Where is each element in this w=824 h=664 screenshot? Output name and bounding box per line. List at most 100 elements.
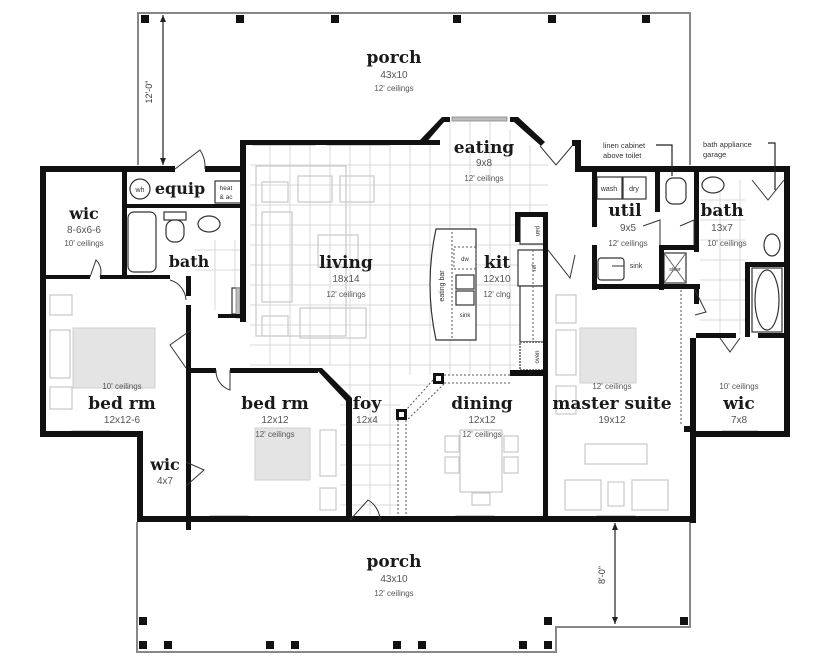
- svg-text:linen cabinet: linen cabinet: [603, 141, 646, 150]
- room-wic-master: 10' ceilings wic 7x8: [719, 382, 758, 426]
- living-furniture: [255, 165, 375, 339]
- svg-text:wash: wash: [600, 186, 617, 193]
- svg-text:master suite: master suite: [552, 394, 671, 414]
- note-bath-appliance-garage: bath appliance garage: [703, 140, 752, 159]
- svg-text:10' ceilings: 10' ceilings: [707, 239, 746, 248]
- svg-text:12x12-6: 12x12-6: [104, 415, 141, 426]
- room-eating: eating 9x8 12' ceilings: [454, 138, 515, 183]
- svg-text:porch: porch: [367, 48, 422, 68]
- room-front-porch: porch 43x10 12' ceilings: [367, 552, 422, 598]
- room-bath-left: bath: [169, 252, 210, 271]
- svg-text:dw: dw: [461, 257, 469, 263]
- svg-text:10' ceilings: 10' ceilings: [64, 239, 103, 248]
- svg-text:9x5: 9x5: [620, 223, 637, 234]
- svg-text:util: util: [608, 201, 642, 221]
- svg-text:dry: dry: [629, 186, 639, 193]
- svg-text:7x8: 7x8: [731, 415, 748, 426]
- svg-text:wic: wic: [68, 204, 99, 223]
- svg-text:10' ceilings: 10' ceilings: [719, 382, 758, 391]
- svg-text:living: living: [319, 253, 373, 273]
- svg-text:12'-0": 12'-0": [144, 81, 154, 104]
- front-porch-dimension: 8'-0": [597, 523, 618, 624]
- svg-text:43x10: 43x10: [380, 70, 408, 81]
- svg-text:13x7: 13x7: [711, 223, 733, 234]
- svg-text:wh: wh: [135, 187, 145, 194]
- svg-text:12' ceilings: 12' ceilings: [592, 382, 631, 391]
- bedroom-left-furniture: [49, 294, 156, 410]
- svg-text:above toilet: above toilet: [603, 151, 642, 160]
- master-bath-fixtures: [701, 176, 783, 333]
- room-bed-rm-mid: bed rm 12x12 12' ceilings: [241, 394, 308, 439]
- svg-text:bath: bath: [700, 201, 743, 221]
- room-wic-left: wic 8-6x6-6 10' ceilings: [64, 204, 103, 248]
- svg-text:bath appliance: bath appliance: [703, 140, 752, 149]
- room-master-suite: 12' ceilings master suite 19x12: [552, 382, 671, 426]
- svg-text:12' ceilings: 12' ceilings: [374, 589, 413, 598]
- util-fixtures: wash dry sink shwr: [596, 176, 687, 284]
- walls: [40, 117, 790, 530]
- room-rear-porch: porch 43x10 12' ceilings: [367, 48, 422, 93]
- rear-porch-dimension: 12'-0": [144, 15, 166, 165]
- svg-text:12x12: 12x12: [468, 415, 496, 426]
- room-foy: foy 12x4: [353, 394, 383, 426]
- svg-text:12' ceilings: 12' ceilings: [326, 290, 365, 299]
- svg-text:garage: garage: [703, 150, 726, 159]
- svg-text:12' ceilings: 12' ceilings: [255, 430, 294, 439]
- rear-porch-posts: [141, 15, 650, 23]
- svg-text:12' ceilings: 12' ceilings: [374, 84, 413, 93]
- room-equip: equip: [155, 179, 205, 198]
- svg-text:eating: eating: [454, 138, 515, 158]
- room-kit: kit 12x10 12' clng: [483, 253, 511, 299]
- svg-text:12x4: 12x4: [356, 415, 378, 426]
- room-bath-master: bath 13x7 10' ceilings: [700, 201, 746, 248]
- room-wic-small: wic 4x7: [149, 455, 180, 487]
- svg-text:& ac: & ac: [219, 194, 233, 201]
- room-living: living 18x14 12' ceilings: [319, 253, 373, 299]
- note-linen-cabinet: linen cabinet above toilet: [603, 141, 646, 160]
- room-util: util 9x5 12' ceilings: [608, 201, 647, 248]
- dining-furniture: [444, 429, 519, 506]
- svg-text:12x12: 12x12: [261, 415, 289, 426]
- svg-text:9x8: 9x8: [476, 158, 493, 169]
- svg-text:12' clng: 12' clng: [483, 290, 510, 299]
- svg-text:kit: kit: [484, 253, 510, 273]
- svg-text:eating bar: eating bar: [439, 270, 446, 302]
- svg-text:8'-0": 8'-0": [597, 566, 607, 584]
- svg-text:wic: wic: [722, 394, 754, 414]
- kitchen-island[interactable]: eating bar dw sink: [429, 228, 477, 341]
- svg-text:10' ceilings: 10' ceilings: [102, 382, 141, 391]
- svg-text:sink: sink: [460, 313, 472, 319]
- room-dining: dining 12x12 12' ceilings: [451, 394, 513, 439]
- front-porch-posts: [139, 617, 688, 649]
- svg-text:porch: porch: [367, 552, 422, 572]
- rear-porch-outline: [137, 12, 691, 165]
- svg-text:12x10: 12x10: [483, 274, 511, 285]
- front-porch-outline: [136, 522, 691, 653]
- equip-fixtures: wh heat & ac: [129, 178, 244, 204]
- svg-text:12' ceilings: 12' ceilings: [462, 430, 501, 439]
- svg-text:12' ceilings: 12' ceilings: [464, 174, 503, 183]
- bedroom-mid-furniture: [254, 427, 337, 511]
- svg-text:equip: equip: [155, 179, 205, 198]
- svg-text:ref: ref: [532, 264, 538, 271]
- note-leaders: [656, 142, 776, 190]
- svg-text:43x10: 43x10: [380, 574, 408, 585]
- svg-text:bath: bath: [169, 252, 210, 271]
- kitchen-counter: pan ref oven: [517, 215, 547, 371]
- room-bed-rm-left: 10' ceilings bed rm 12x12-6: [88, 382, 155, 426]
- svg-text:wic: wic: [149, 455, 180, 474]
- svg-text:foy: foy: [353, 394, 383, 414]
- master-furniture: [555, 294, 669, 511]
- svg-text:4x7: 4x7: [157, 476, 174, 487]
- svg-text:dining: dining: [451, 394, 513, 414]
- svg-text:pan: pan: [534, 226, 540, 236]
- svg-text:oven: oven: [535, 350, 541, 363]
- svg-text:sink: sink: [630, 263, 643, 270]
- svg-text:8-6x6-6: 8-6x6-6: [67, 225, 101, 236]
- svg-text:12' ceilings: 12' ceilings: [608, 239, 647, 248]
- svg-text:bed rm: bed rm: [241, 394, 308, 414]
- svg-text:heat: heat: [220, 185, 233, 192]
- svg-text:bed rm: bed rm: [88, 394, 155, 414]
- svg-text:18x14: 18x14: [332, 274, 360, 285]
